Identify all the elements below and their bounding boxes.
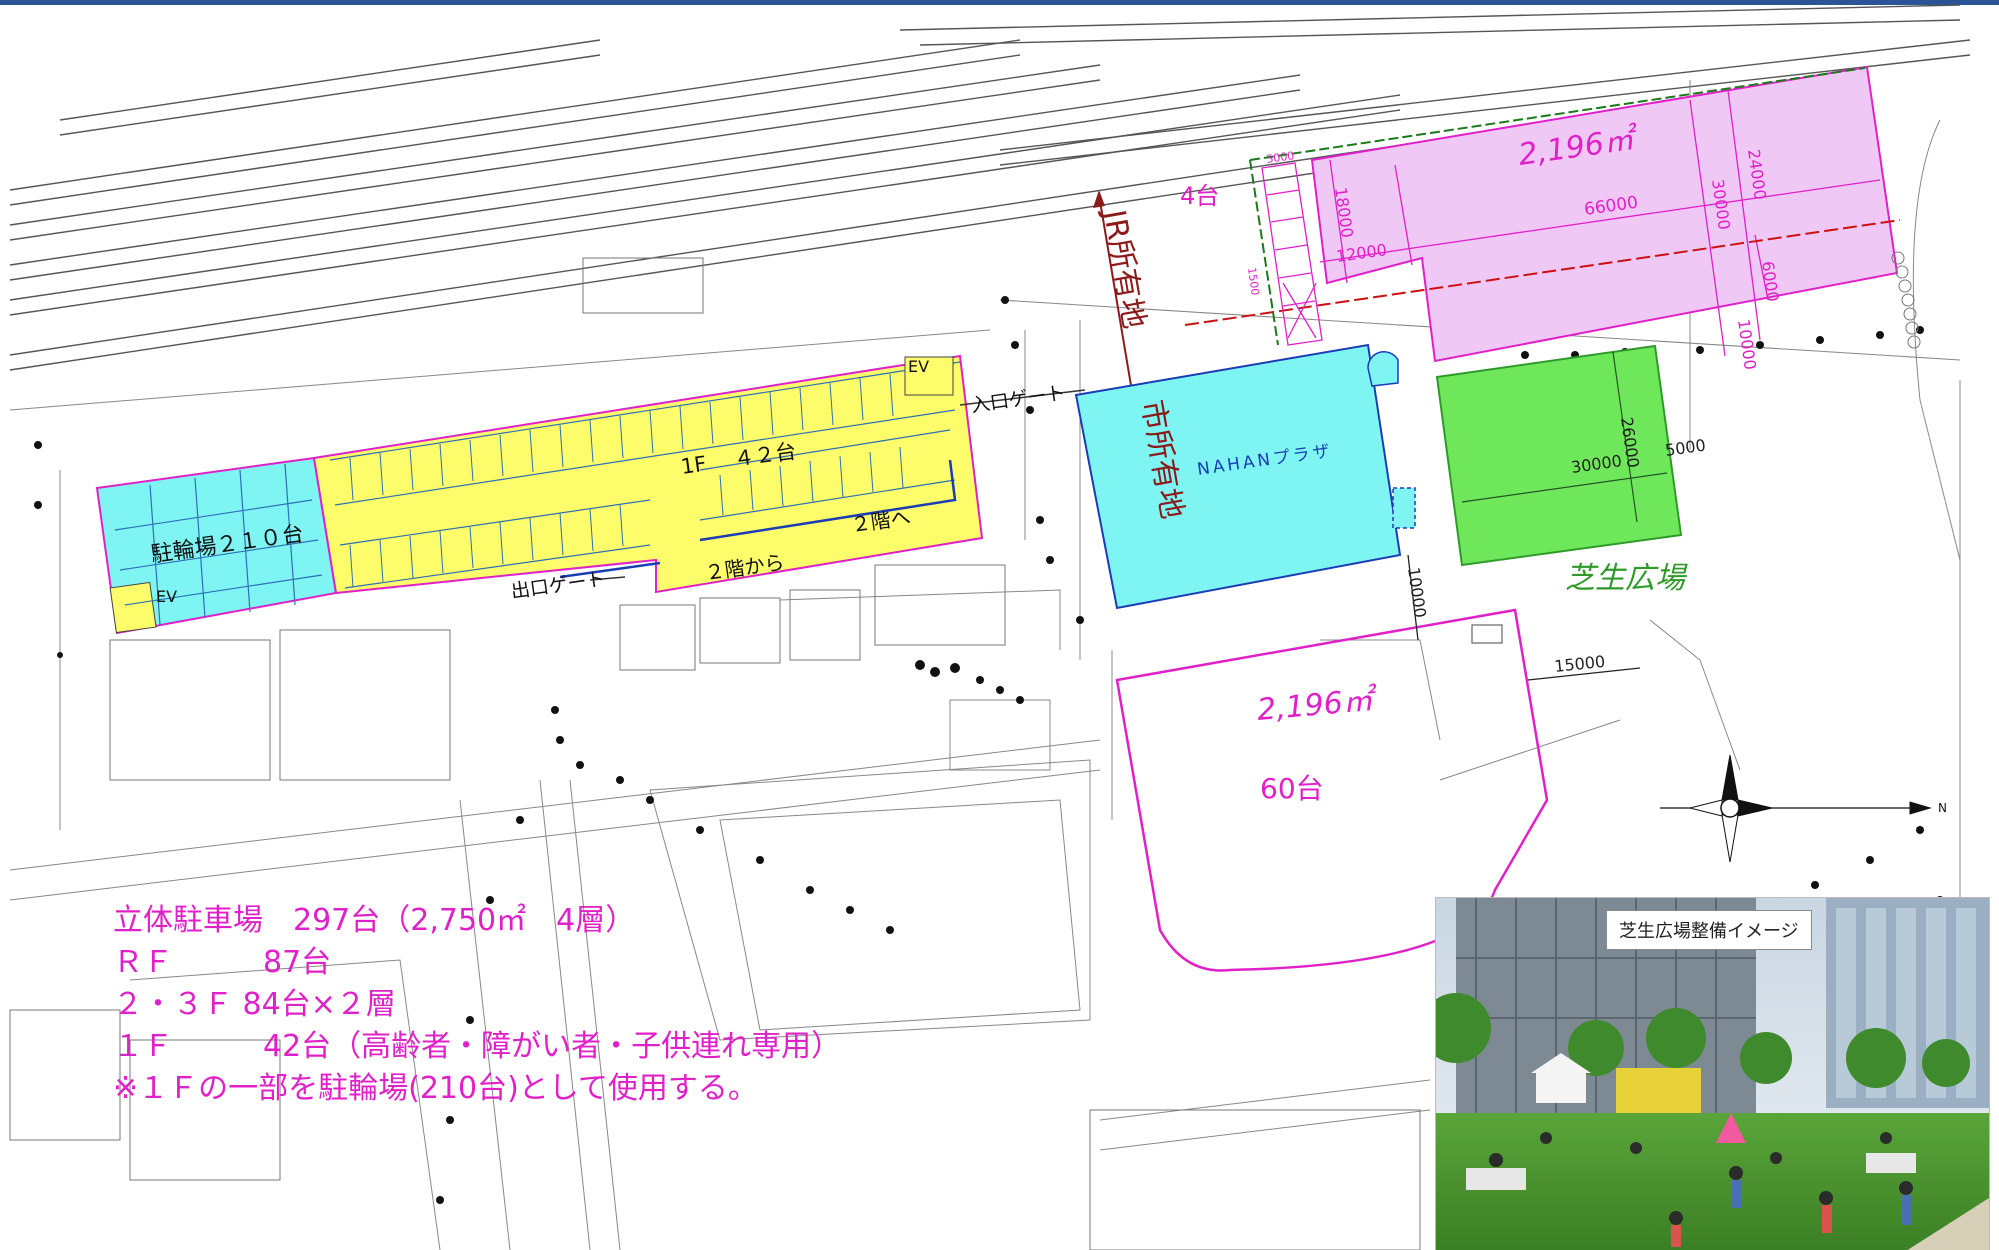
legend-line-4: １Ｆ 42台（高齢者・障がい者・子供連れ専用） (113, 1029, 842, 1064)
compass-north-label: N (1938, 801, 1947, 815)
dim-1500: 1500 (1245, 267, 1262, 297)
parking-legend: 立体駐車場 297台（2,750㎡ 4層） ＲＦ 87台 ２・３Ｆ 84台×２層… (113, 900, 1113, 1110)
ev-label-bottom: EV (156, 587, 177, 606)
plaza-annex-2 (1392, 487, 1416, 529)
lawn-plaza-photo (1436, 898, 1989, 1250)
top-bar (0, 0, 1999, 5)
dim-10000-line (1407, 554, 1419, 641)
parking-stalls (329, 361, 961, 589)
plan-grid-lines (9, 80, 1961, 1250)
green-boundary-top (1249, 67, 1866, 161)
lot-booth (1471, 624, 1503, 644)
exit-gate-line (589, 576, 626, 581)
lower-area-label: 2,196㎡ (1256, 682, 1380, 727)
nahan-plaza-area (1074, 343, 1402, 610)
lawn-dim-5000: 5000 (1664, 435, 1707, 459)
stall-dividers (349, 373, 904, 588)
ev-label-top: EV (908, 357, 929, 376)
railway-tracks (9, 4, 1971, 371)
lawn-plaza-label: 芝生広場 (1565, 561, 1688, 596)
dim-10000-top: 10000 (1734, 318, 1760, 371)
lawn-plaza-image: 芝生広場整備イメージ (1435, 897, 1990, 1250)
plaza-annex (1367, 351, 1399, 387)
arrow-head-top (1093, 190, 1105, 208)
entrance-gate-line (959, 389, 1086, 406)
legend-line-2: ＲＦ 87台 (113, 945, 332, 980)
tree-circles (1891, 251, 1921, 349)
entrance-gate-label: 入口ゲート (970, 382, 1067, 417)
legend-line-1: 立体駐車場 297台（2,750㎡ 4層） (113, 903, 636, 938)
legend-line-5: ※１Ｆの一部を駐輪場(210台)として使用する。 (113, 1071, 758, 1106)
compass-rose (1660, 754, 1932, 863)
top-spaces-label: 4台 (1180, 182, 1219, 210)
lower-spaces-label: 60台 (1260, 772, 1324, 805)
ev-block-bottom (109, 581, 157, 634)
lawn-plaza-area (1435, 344, 1683, 567)
dim-5000-top: 5000 (1266, 149, 1296, 166)
jr-owned-label: JR所有地 (1096, 205, 1152, 331)
legend-line-3: ２・３Ｆ 84台×２層 (113, 987, 396, 1022)
ev-block-top (904, 356, 954, 396)
top-dimension-lines (1319, 89, 1881, 357)
parking-1f-area (312, 354, 984, 595)
small-stalls (1261, 162, 1323, 346)
top-parking-area (1310, 65, 1899, 363)
dim-10000-label: 10000 (1404, 566, 1430, 619)
photo-caption: 芝生広場整備イメージ (1606, 910, 1812, 950)
bike-rack-lines (114, 463, 323, 626)
green-boundary-left (1249, 159, 1279, 346)
dim-15000-line (1527, 667, 1641, 681)
ramp-down-line (559, 561, 661, 579)
lawn-dimension-lines (1461, 351, 1668, 523)
ramp-up-line (699, 459, 957, 542)
